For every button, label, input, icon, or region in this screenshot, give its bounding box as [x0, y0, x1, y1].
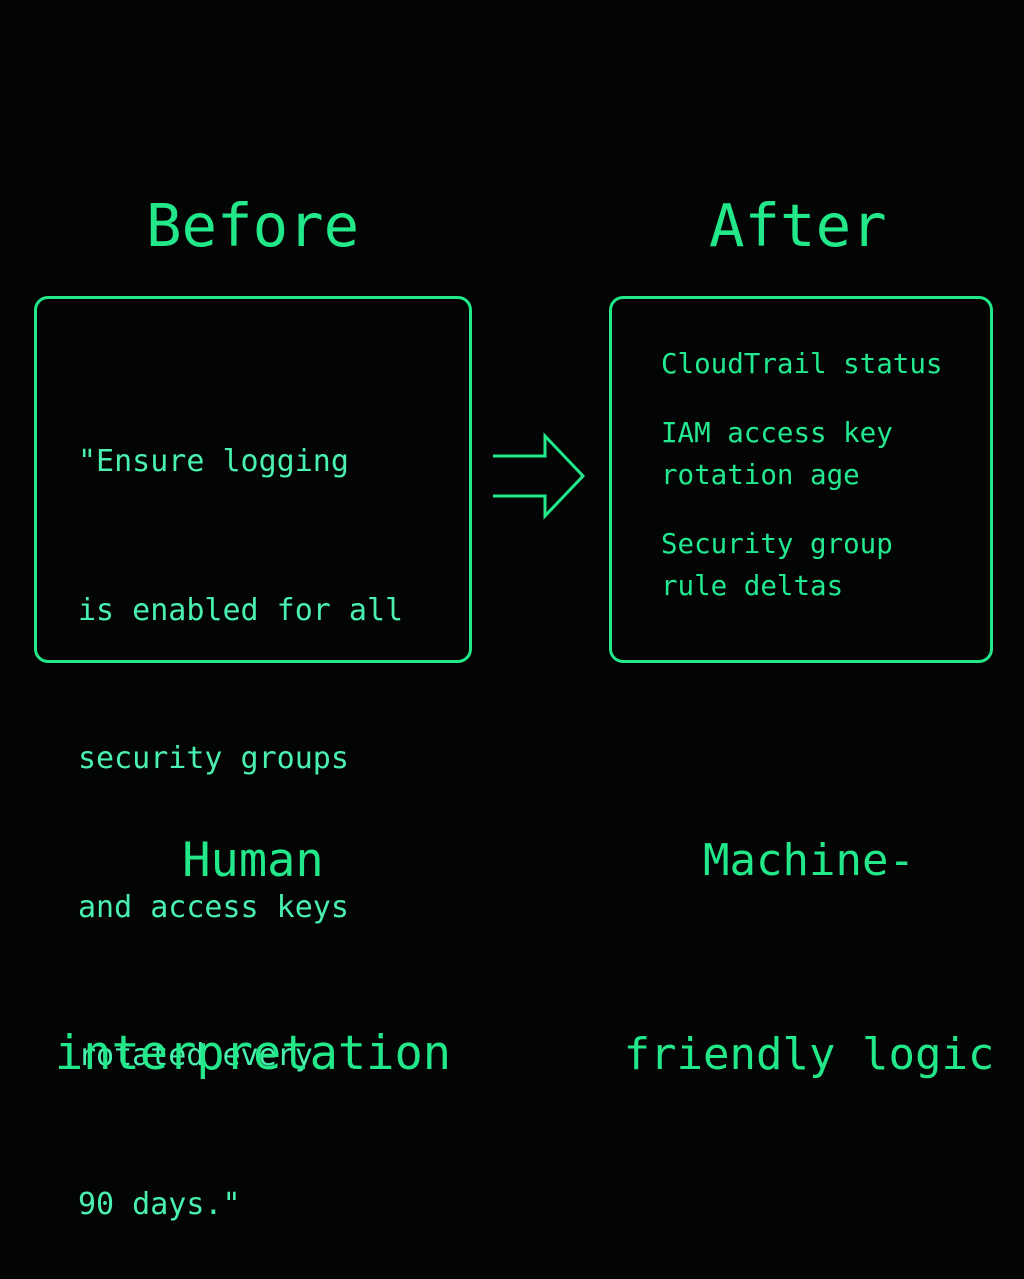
after-metric-cloudtrail: CloudTrail status — [661, 348, 943, 380]
caption-line: friendly logic — [623, 1029, 995, 1081]
before-box — [34, 296, 472, 663]
quote-line: security groups — [78, 741, 349, 776]
quote-line: 90 days." — [78, 1186, 241, 1222]
quote-line: and access keys — [78, 889, 349, 925]
caption-line: interpretation — [54, 1025, 452, 1081]
after-metric-iam-key-age: IAM access key rotation age — [661, 417, 893, 491]
after-caption: Machine- friendly logic — [609, 700, 1009, 1153]
quote-line: "Ensure logging — [78, 444, 349, 479]
right-arrow-icon — [493, 432, 586, 520]
after-metric-sg-deltas: Security group rule deltas — [661, 528, 893, 602]
after-heading: After — [709, 191, 887, 260]
caption-line: Human — [182, 832, 324, 888]
quote-line: is enabled for all — [78, 592, 404, 628]
before-caption: Human interpretation — [34, 700, 472, 1151]
before-heading: Before — [146, 191, 360, 260]
after-box — [609, 296, 993, 663]
caption-line: Machine- — [703, 835, 915, 887]
